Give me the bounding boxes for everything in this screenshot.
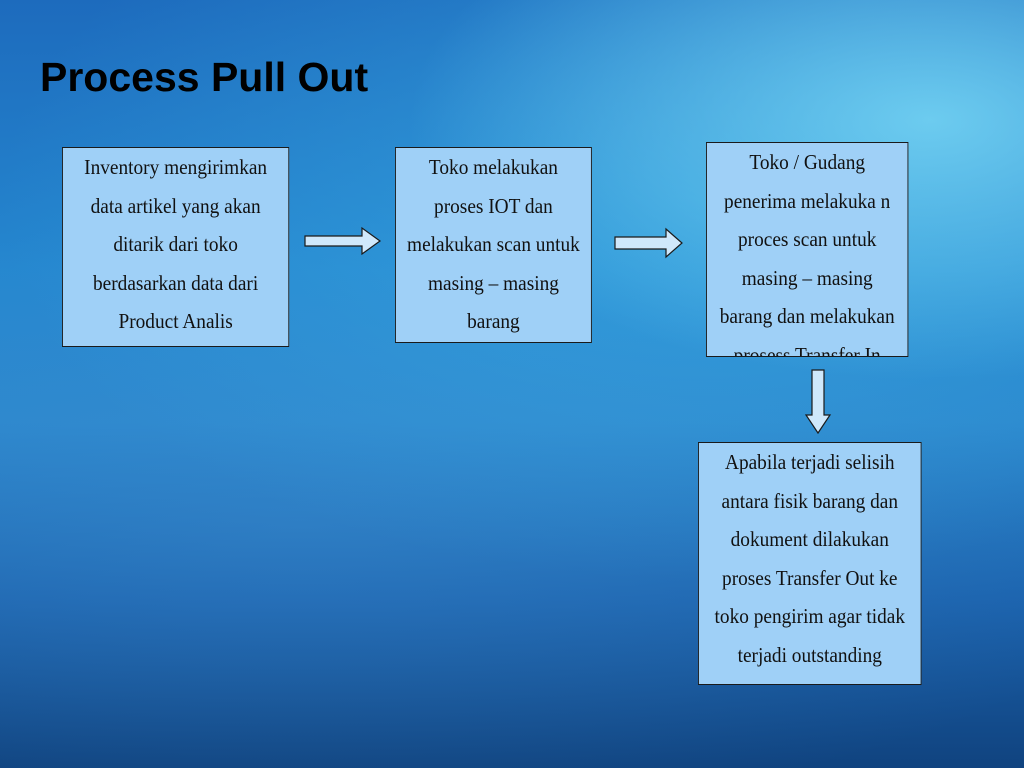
- step-4-line-6: terjadi outstanding: [737, 642, 882, 667]
- step-1-line-3: ditarik dari toko: [113, 232, 238, 256]
- step-box-4: Apabila terjadi selisih antara fisik bar…: [698, 442, 922, 685]
- step-2-line-1: Toko melakukan: [428, 155, 558, 179]
- step-2-line-3: melakukan scan untuk: [407, 232, 580, 256]
- step-1-line-4: berdasarkan data dari: [93, 270, 259, 295]
- step-box-2: Toko melakukan proses IOT dan melakukan …: [395, 147, 592, 343]
- step-4-line-3: dokument dilakukan: [730, 527, 889, 551]
- step-4-line-1: Apabila terjadi selisih: [724, 450, 895, 474]
- right-arrow-icon-2: [614, 227, 683, 259]
- step-4-line-4: proses Transfer Out ke: [722, 565, 898, 590]
- step-3-line-3: proces scan untuk: [737, 227, 877, 251]
- step-2-line-4: masing – masing: [427, 270, 559, 295]
- right-arrow-icon-1: [304, 226, 382, 256]
- step-1-line-1: Inventory mengirimkan: [84, 155, 268, 179]
- step-4-line-2: antara fisik barang dan: [721, 488, 899, 513]
- step-4-line-5: toko pengirim agar tidak: [714, 604, 906, 628]
- step-3-line-5: barang dan melakukan: [719, 304, 895, 328]
- step-3-line-4: masing – masing: [741, 265, 873, 290]
- slide-title: Process Pull Out: [40, 54, 369, 100]
- step-box-3: Toko / Gudang penerima melakuka n proces…: [706, 142, 909, 357]
- step-1-line-5: Product Analis: [118, 309, 233, 333]
- step-3-line-1: Toko / Gudang: [749, 150, 866, 174]
- step-box-1: Inventory mengirimkan data artikel yang …: [62, 147, 290, 347]
- step-1-line-2: data artikel yang akan: [90, 193, 261, 218]
- step-3-line-6: prosess Transfer In: [733, 342, 881, 357]
- down-arrow-icon: [804, 369, 832, 435]
- step-2-line-2: proses IOT dan: [434, 193, 553, 218]
- step-2-line-5: barang: [467, 309, 520, 333]
- step-3-line-2: penerima melakuka n: [724, 188, 891, 213]
